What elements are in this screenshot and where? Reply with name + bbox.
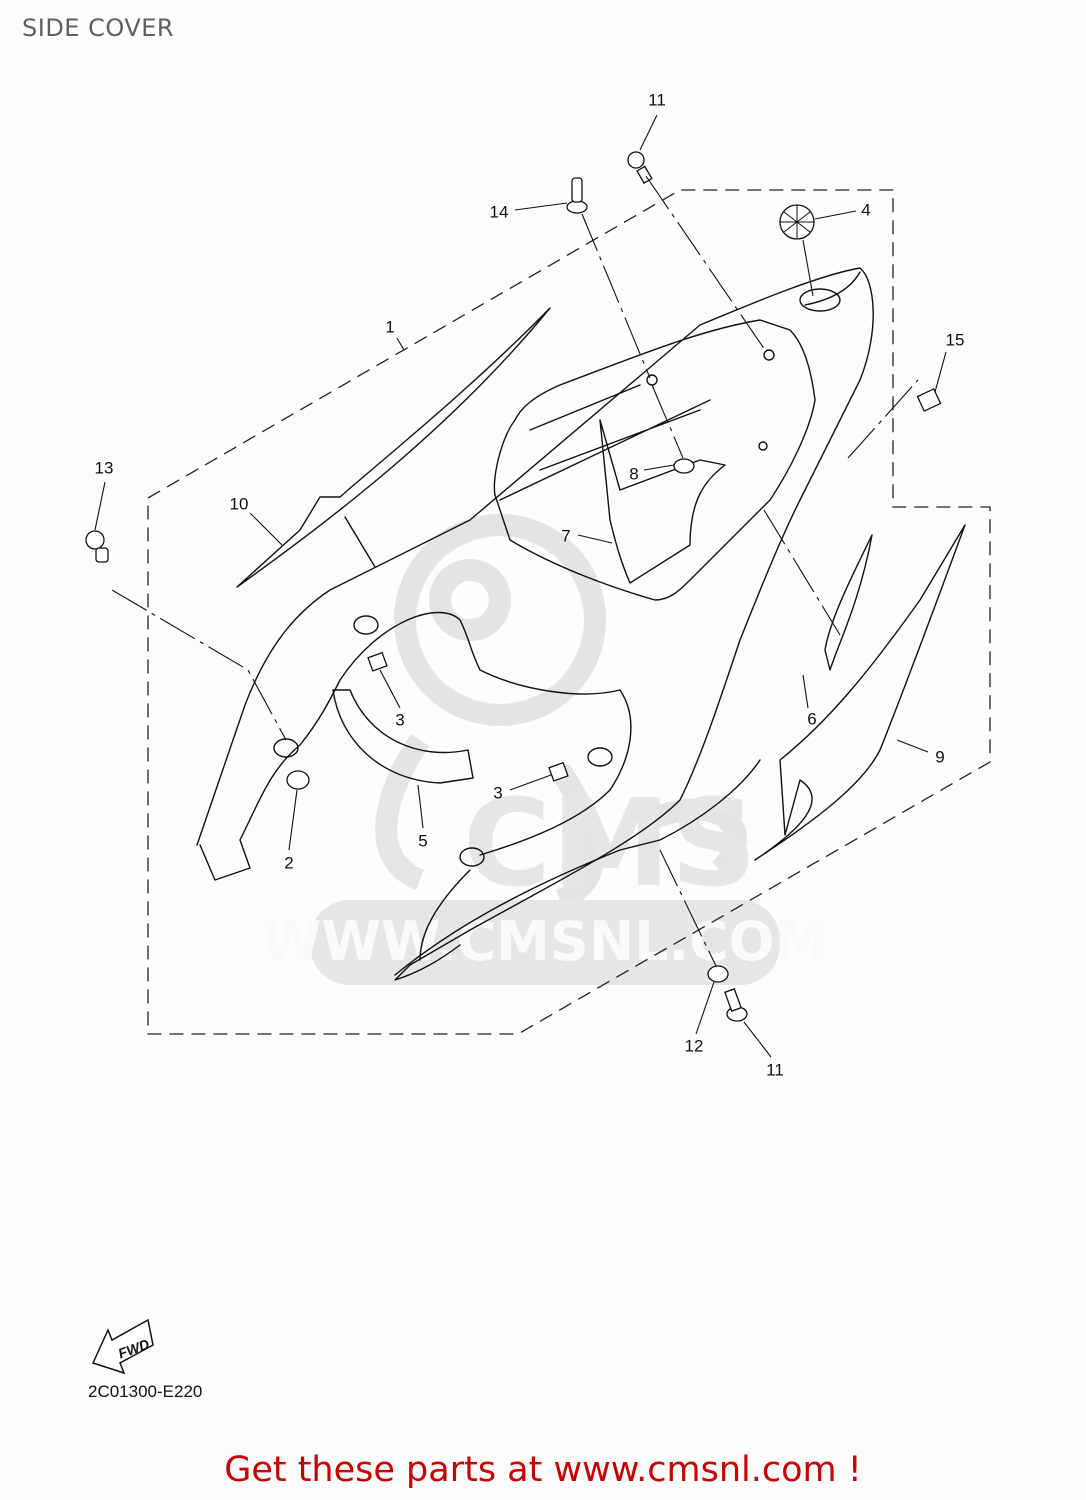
callout-11a: 11 (648, 90, 666, 110)
diagram-part-code: 2C01300-E220 (88, 1382, 203, 1401)
watermark-banner (310, 900, 780, 985)
page-title: SIDE COVER (22, 14, 175, 42)
clip-nut-3a (367, 651, 388, 672)
decal-stripe-9 (754, 524, 966, 861)
callout-11b: 11 (766, 1060, 784, 1080)
grommet-8 (673, 458, 695, 474)
grab-rail (332, 689, 474, 784)
callout-3a: 3 (395, 710, 405, 730)
rivet-14 (566, 200, 588, 214)
callout-8: 8 (629, 464, 639, 484)
callout-1: 1 (385, 317, 395, 337)
decal-stripe-left (236, 307, 551, 588)
callout-7: 7 (561, 526, 571, 546)
callout-2: 2 (284, 853, 294, 873)
grommet-left (273, 738, 299, 758)
seat-pad (599, 419, 726, 584)
watermark-logo (375, 514, 747, 911)
screw-13 (85, 530, 105, 550)
watermark-text: WWW.CMSNL.COM (262, 910, 828, 973)
tail-cowl-outline (196, 267, 874, 981)
callout-14: 14 (489, 202, 509, 222)
screw-11-top (627, 151, 645, 169)
callout-10: 10 (229, 494, 249, 514)
callout-12: 12 (684, 1036, 704, 1056)
clip-nut-15 (916, 388, 942, 412)
washer-12 (707, 965, 729, 983)
clip-nut-3b (548, 761, 569, 782)
fwd-arrow-icon: FWD (91, 1318, 154, 1375)
watermark-cms: CMS (463, 775, 757, 914)
assembly-outline-dashed (147, 189, 991, 1035)
side-panel-left (199, 611, 632, 881)
promo-link[interactable]: Get these parts at www.cmsnl.com ! (224, 1450, 862, 1490)
grommet-2 (286, 770, 310, 790)
callout-9: 9 (935, 747, 945, 767)
seat-frame (493, 319, 816, 601)
callout-6: 6 (807, 709, 817, 729)
callout-3b: 3 (493, 783, 503, 803)
callout-15: 15 (945, 330, 965, 350)
decal-stripe-6 (824, 534, 873, 671)
callout-13: 13 (94, 458, 114, 478)
callout-5: 5 (418, 831, 428, 851)
callout-4: 4 (861, 200, 871, 220)
